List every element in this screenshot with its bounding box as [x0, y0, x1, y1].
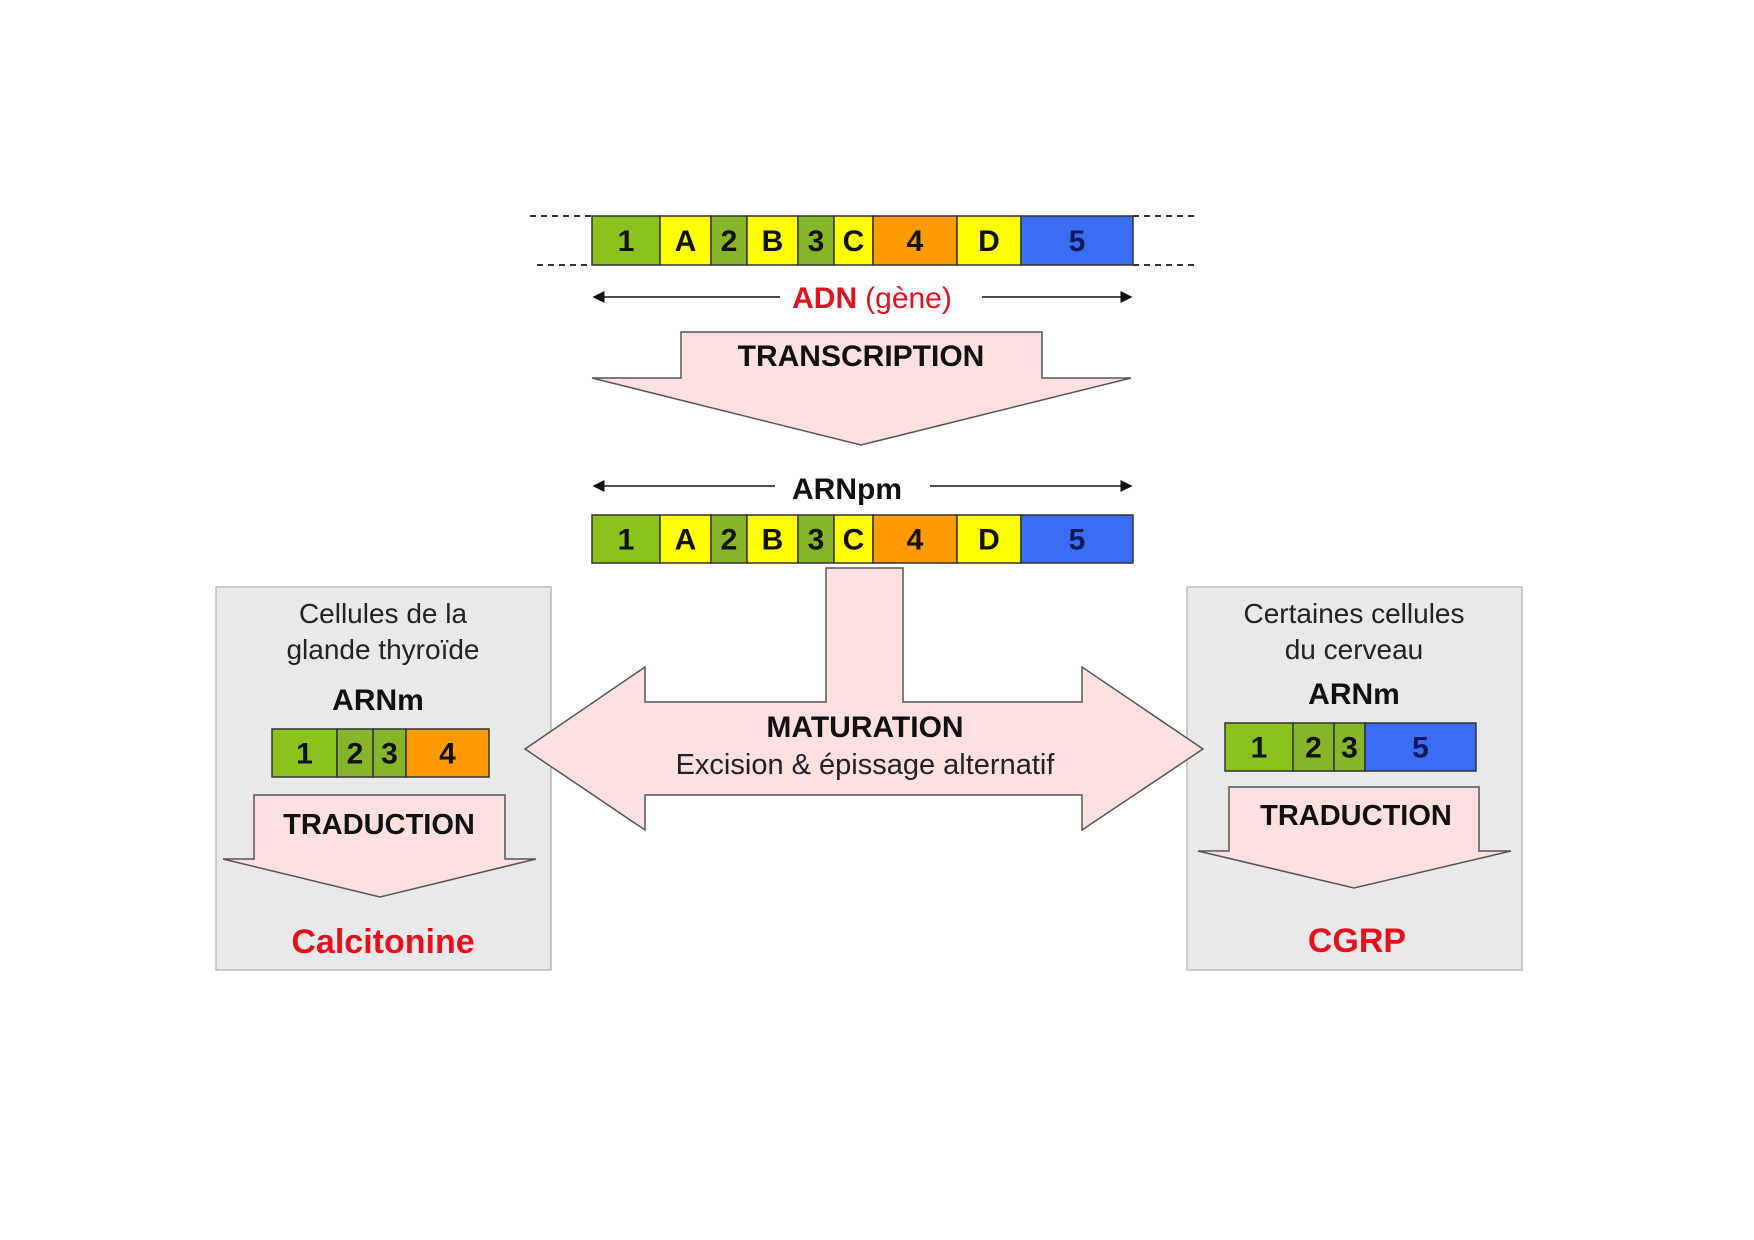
- segment-label: A: [675, 524, 697, 557]
- brain-translation-arrow: [1197, 786, 1512, 889]
- segment-label: 3: [381, 738, 398, 771]
- calcitonin-product: Calcitonine: [291, 923, 474, 961]
- segment-intron-d: [956, 215, 1022, 266]
- segment-intron-d: [956, 514, 1022, 564]
- segment-exon-4: [872, 514, 958, 564]
- segment-exon-5: [1020, 215, 1134, 266]
- segment-exon-2: [336, 728, 374, 778]
- dna-label: ADN(gène): [792, 282, 952, 315]
- segment-intron-c: [833, 514, 874, 564]
- segment-intron-b: [746, 514, 799, 564]
- thyroid-translation-arrow: [222, 794, 537, 898]
- segment-label: 1: [618, 524, 635, 557]
- segment-label: D: [978, 524, 1000, 557]
- segment-label: 4: [439, 738, 456, 771]
- thyroid-translation-label: TRADUCTION: [283, 809, 475, 841]
- segment-label: C: [843, 225, 865, 258]
- segment-exon-2: [710, 514, 748, 564]
- thyroid-cells-line1: Cellules de la: [299, 598, 468, 629]
- maturation-title: MATURATION: [766, 711, 963, 744]
- maturation-arrow: [523, 567, 1205, 832]
- segment-label: D: [978, 225, 1000, 258]
- segment-label: 5: [1069, 524, 1086, 557]
- segment-exon-3: [372, 728, 407, 778]
- cgrp-product: CGRP: [1308, 922, 1406, 960]
- segment-label: 3: [808, 225, 825, 258]
- segment-exon-5: [1020, 514, 1134, 564]
- segment-label: 4: [907, 524, 924, 557]
- pre-mrna-label: ARNpm: [792, 473, 902, 506]
- thyroid-panel: [215, 586, 552, 971]
- segment-exon-5: [1364, 722, 1477, 772]
- segment-label: 4: [907, 225, 924, 258]
- segment-label: 5: [1069, 225, 1086, 258]
- transcription-label: TRANSCRIPTION: [738, 340, 985, 373]
- segment-label: 2: [721, 225, 738, 258]
- segment-label: 3: [1341, 732, 1358, 765]
- thyroid-cells-line2: glande thyroïde: [286, 634, 479, 665]
- brain-mrna-label: ARNm: [1308, 678, 1400, 711]
- segment-exon-1: [591, 514, 661, 564]
- brain-translation-label: TRADUCTION: [1260, 800, 1452, 832]
- segment-label: 3: [808, 524, 825, 557]
- brain-cells-line1: Certaines cellules: [1244, 598, 1465, 629]
- segment-label: 1: [296, 738, 313, 771]
- segment-label: 2: [347, 738, 364, 771]
- thyroid-mrna-label: ARNm: [332, 684, 424, 717]
- transcription-arrow: [591, 331, 1132, 446]
- brain-cells-line2: du cerveau: [1285, 634, 1424, 665]
- segment-label: 2: [721, 524, 738, 557]
- segment-intron-b: [746, 215, 799, 266]
- brain-panel: [1186, 586, 1523, 971]
- segment-label: 1: [618, 225, 635, 258]
- segment-label: A: [675, 225, 697, 258]
- segment-label: 2: [1305, 732, 1322, 765]
- segment-exon-3: [797, 514, 835, 564]
- dna-strand-lines: [530, 215, 1194, 266]
- segment-intron-c: [833, 215, 874, 266]
- segment-exon-3: [1333, 722, 1366, 772]
- segment-label: 1: [1251, 732, 1268, 765]
- maturation-subtitle: Excision & épissage alternatif: [676, 749, 1056, 781]
- segment-exon-1: [271, 728, 338, 778]
- segment-label: B: [762, 225, 784, 258]
- segment-exon-1: [1224, 722, 1294, 772]
- segment-label: B: [762, 524, 784, 557]
- segment-exon-1: [591, 215, 661, 266]
- segment-label: 5: [1412, 732, 1429, 765]
- segment-exon-4: [405, 728, 490, 778]
- segment-label: C: [843, 524, 865, 557]
